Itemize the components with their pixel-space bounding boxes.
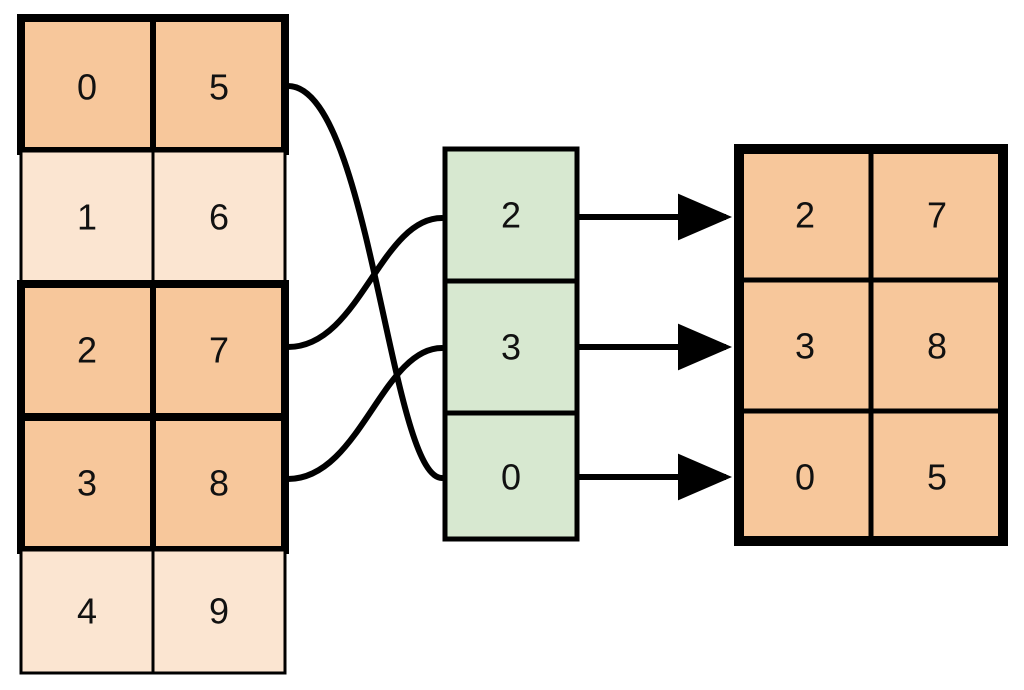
- source-row-0[interactable]: 0 5: [17, 14, 289, 155]
- index-row-2[interactable]: 0: [442, 410, 580, 542]
- curve-source-row-3-to-index-1: [285, 345, 445, 482]
- source-row-4[interactable]: 4 9: [19, 548, 287, 675]
- gather-curves: [285, 83, 445, 482]
- source-row-2[interactable]: 2 7: [17, 280, 289, 421]
- curve-source-row-0-to-index-2: [285, 83, 445, 481]
- index-row-0-outline: [442, 146, 580, 284]
- source-row-1[interactable]: 1 6: [19, 149, 287, 286]
- index-row-1[interactable]: 3: [442, 278, 580, 416]
- source-row-3[interactable]: 3 8: [17, 413, 289, 554]
- result-arrows: [579, 193, 732, 501]
- source-array: 0 5 1 6 2 7 3 8: [17, 14, 289, 675]
- result-array: 2 7 3 8 0 5: [734, 144, 1008, 546]
- index-row-1-outline: [442, 278, 580, 416]
- index-array: 2 3 0: [442, 146, 580, 542]
- curve-source-row-2-to-index-0: [285, 215, 445, 350]
- index-row-2-outline: [442, 410, 580, 542]
- index-row-0[interactable]: 2: [442, 146, 580, 284]
